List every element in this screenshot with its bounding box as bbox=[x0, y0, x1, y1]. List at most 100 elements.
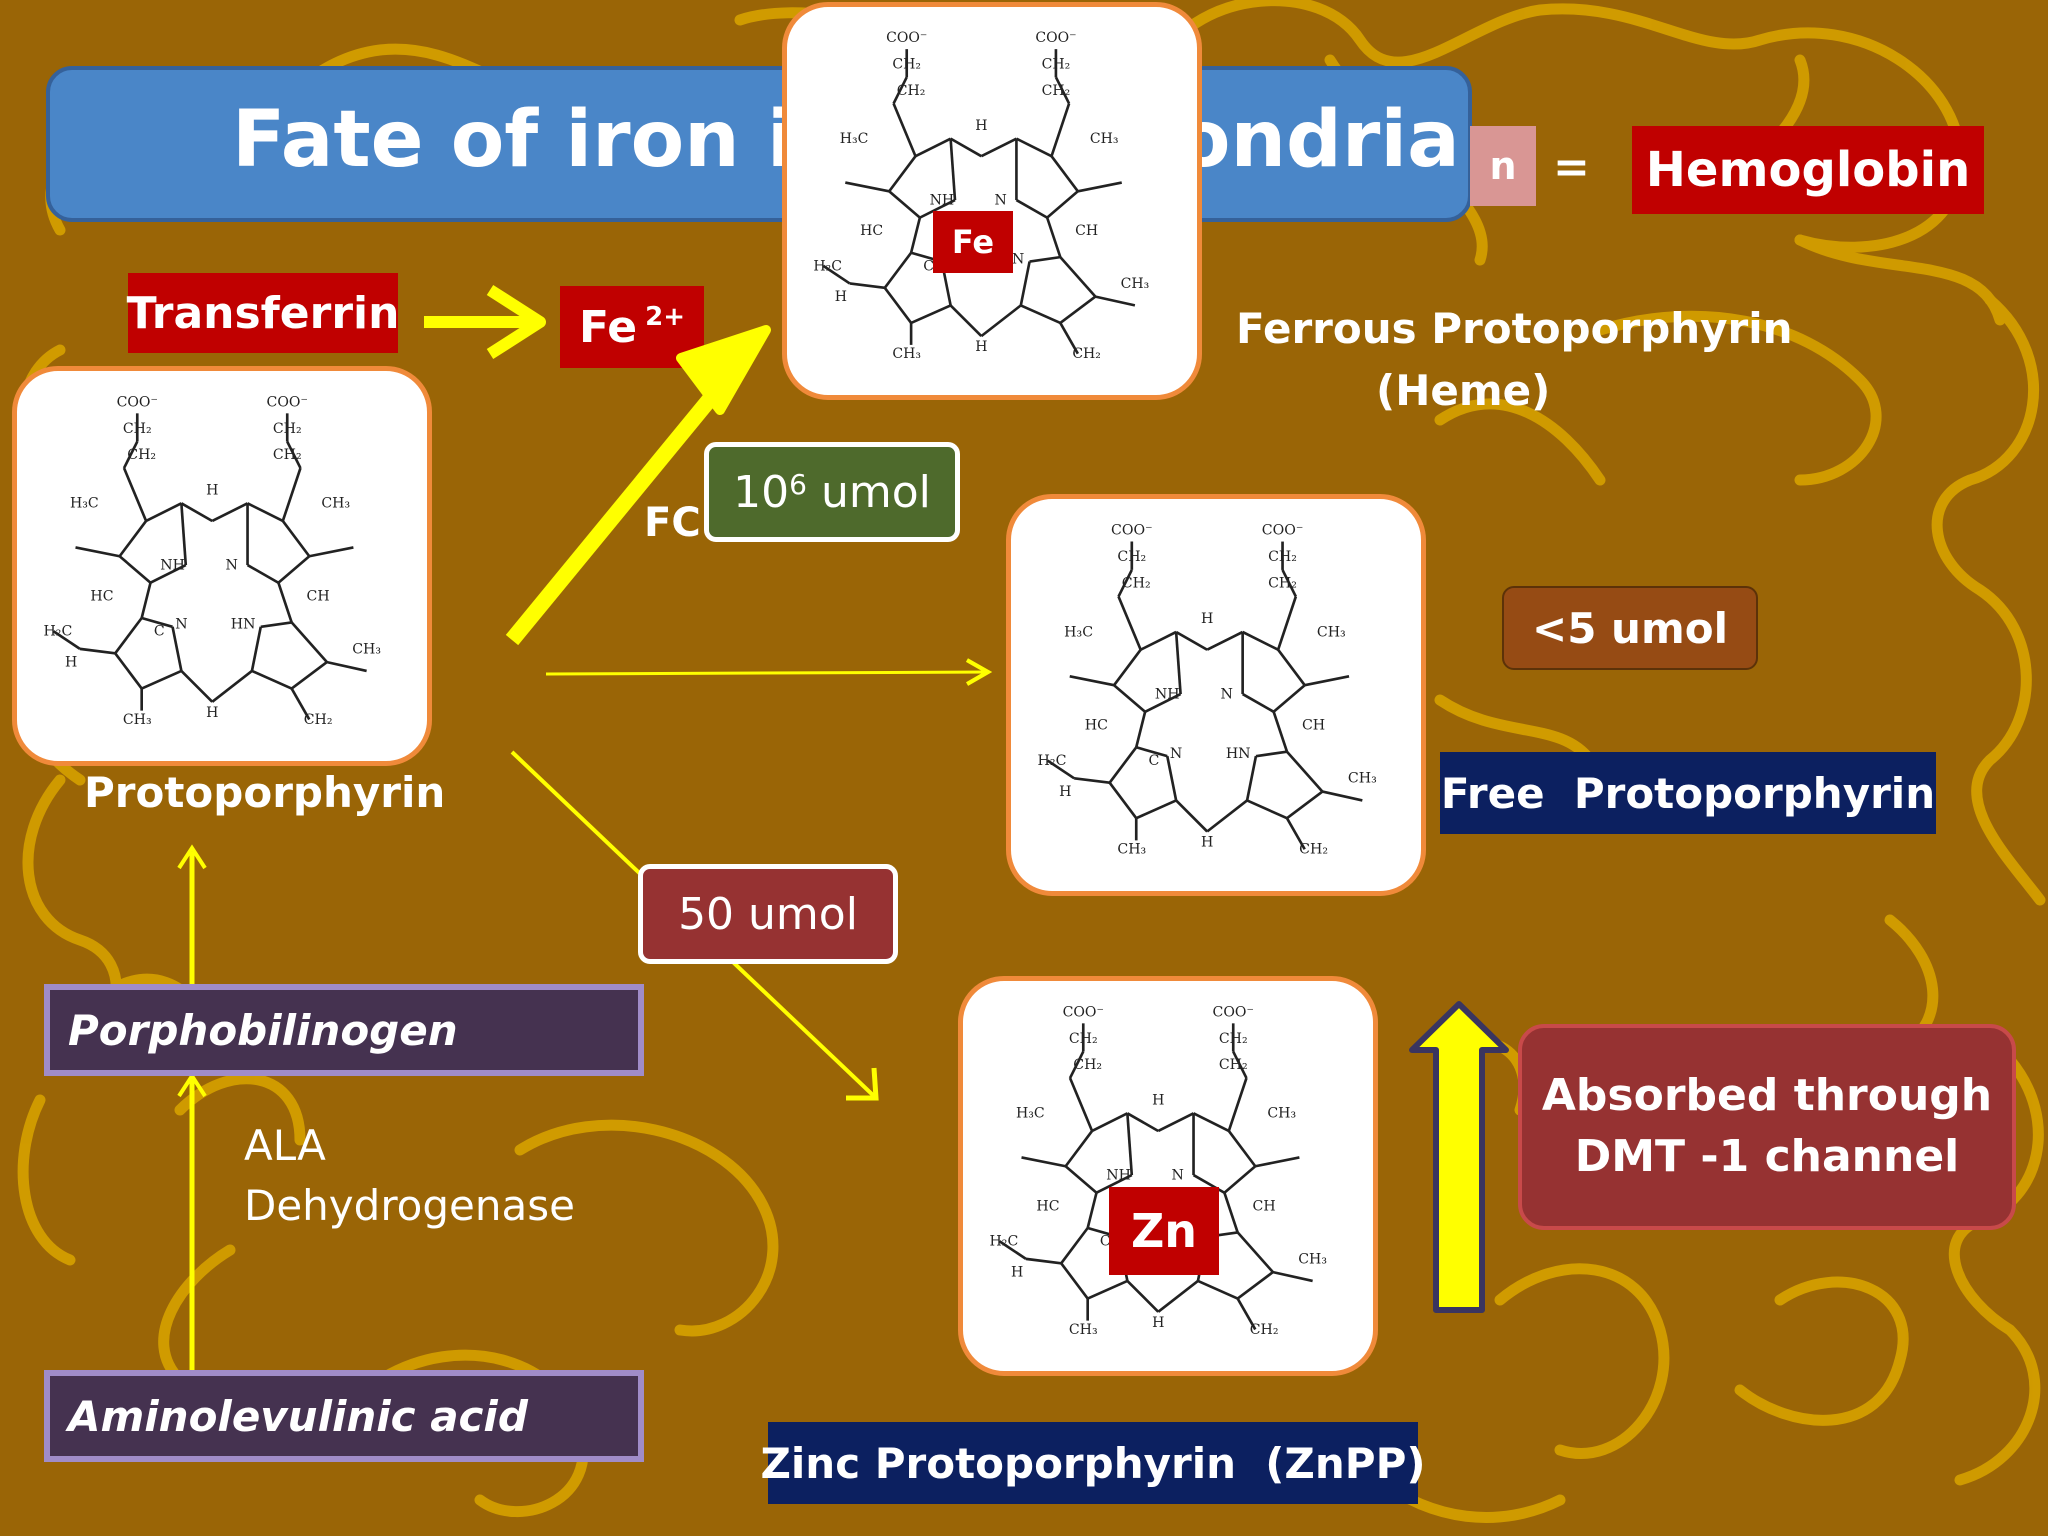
bond-line bbox=[892, 103, 917, 157]
bond-line bbox=[309, 546, 354, 558]
atom-label: CH₂ bbox=[304, 712, 333, 728]
bond-line bbox=[1074, 776, 1110, 785]
bond-line bbox=[246, 502, 284, 523]
bond-line bbox=[1192, 1173, 1226, 1194]
heme-amount-unit: umol bbox=[820, 466, 931, 518]
absorbed-line2: DMT -1 channel bbox=[1574, 1131, 1960, 1182]
atom-label: H₃C bbox=[840, 131, 869, 147]
bond-line bbox=[849, 282, 885, 290]
bond-line bbox=[883, 251, 913, 289]
bond-line bbox=[1117, 596, 1142, 651]
atom-label: CH₂ bbox=[1219, 1031, 1248, 1047]
atom-label: HC bbox=[1036, 1198, 1059, 1214]
atom-label: CH₂ bbox=[1073, 1057, 1102, 1073]
bond-line bbox=[1272, 684, 1306, 713]
atom-label: CH₂ bbox=[1069, 1031, 1098, 1047]
porphyrin-skeleton: COO⁻COO⁻CH₂CH₂CH₂CH₂HH₃CCH₃NHNHCCHCNHNH₂… bbox=[813, 30, 1149, 362]
atom-label: C bbox=[1149, 753, 1160, 769]
znpp-amount-box: 50 umol bbox=[638, 864, 898, 964]
fc-enzyme-label: FC bbox=[644, 500, 701, 546]
atom-label: H bbox=[206, 483, 218, 499]
ala-to-porphobilinogen-arrow bbox=[177, 1072, 207, 1376]
bond-line bbox=[1245, 755, 1258, 801]
atom-label: H bbox=[1201, 835, 1213, 851]
atom-label: C bbox=[923, 258, 934, 274]
bond-line bbox=[1227, 1130, 1257, 1168]
atom-label: COO⁻ bbox=[117, 394, 158, 410]
bond-line bbox=[180, 669, 214, 703]
atom-label: H bbox=[975, 118, 987, 134]
atom-label: CH₂ bbox=[1042, 56, 1071, 72]
atom-label: CH₃ bbox=[321, 496, 350, 512]
bond-line bbox=[1175, 630, 1208, 651]
ala-enzyme-line2: Dehydrogenase bbox=[244, 1181, 575, 1230]
bond-line bbox=[75, 546, 120, 558]
atom-label: CH₃ bbox=[1121, 276, 1150, 292]
bond-line bbox=[250, 626, 263, 672]
bond-line bbox=[1059, 256, 1097, 298]
bond-line bbox=[1113, 648, 1142, 686]
atom-label: COO⁻ bbox=[1213, 1004, 1254, 1020]
bond-line bbox=[1157, 1112, 1195, 1133]
znpp-label: Zinc Protoporphyrin (ZnPP) bbox=[760, 1438, 1426, 1488]
bond-line bbox=[1108, 781, 1138, 819]
bond-line bbox=[211, 669, 253, 703]
free-amount-box: <5 umol bbox=[1502, 586, 1758, 670]
bond-line bbox=[1322, 790, 1363, 802]
atom-label: H bbox=[835, 289, 847, 305]
bond-line bbox=[1255, 1156, 1300, 1168]
bond-line bbox=[260, 621, 292, 629]
atom-label: N bbox=[994, 192, 1006, 208]
bond-line bbox=[1174, 631, 1182, 695]
bond-line bbox=[980, 304, 1022, 338]
bond-line bbox=[1126, 1113, 1134, 1176]
bond-line bbox=[909, 217, 922, 254]
bond-line bbox=[1255, 750, 1288, 758]
bond-line bbox=[1272, 1270, 1313, 1283]
free-amount-label: <5 umol bbox=[1532, 603, 1728, 653]
heme-structure-card: COO⁻COO⁻CH₂CH₂CH₂CH₂HH₃CCH₃NHNHCCHCNHNH₂… bbox=[782, 2, 1202, 400]
atom-label: H₃C bbox=[70, 496, 99, 512]
bond-line bbox=[1060, 1262, 1089, 1300]
atom-label: CH₂ bbox=[1268, 549, 1297, 565]
bond-line bbox=[1227, 1077, 1248, 1132]
bond-line bbox=[1087, 1279, 1128, 1300]
atom-label: CH bbox=[1302, 718, 1325, 734]
bond-line bbox=[1020, 304, 1061, 325]
free-protoporphyrin-box: Free Protoporphyrin bbox=[1440, 752, 1936, 834]
atom-label: CH₂ bbox=[1072, 346, 1101, 362]
equals-sign: = bbox=[1553, 142, 1590, 193]
heme-structure-drawing: COO⁻COO⁻CH₂CH₂CH₂CH₂HH₃CCH₃NHNHCCHCNHNH₂… bbox=[813, 30, 1149, 362]
atom-label: H bbox=[65, 655, 77, 671]
atom-label: COO⁻ bbox=[267, 394, 308, 410]
bond-line bbox=[919, 198, 956, 219]
bond-line bbox=[892, 76, 908, 105]
bond-line bbox=[888, 155, 917, 193]
atom-label: HN bbox=[231, 617, 256, 633]
znpp-metal-label: Zn bbox=[1109, 1187, 1219, 1275]
atom-label: CH₂ bbox=[127, 447, 156, 463]
atom-label: HC bbox=[1085, 718, 1108, 734]
bond-line bbox=[141, 669, 182, 690]
aminolevulinic-acid-box: Aminolevulinic acid bbox=[44, 1370, 644, 1462]
bond-line bbox=[1068, 1050, 1085, 1079]
bond-line bbox=[1050, 155, 1079, 193]
atom-label: CH₃ bbox=[1090, 131, 1119, 147]
bond-line bbox=[79, 647, 116, 655]
bond-line bbox=[277, 555, 311, 584]
heme-metal-label: Fe bbox=[933, 211, 1013, 273]
bond-line bbox=[1206, 630, 1244, 651]
bond-line bbox=[1059, 322, 1080, 355]
hemoglobin-box: Hemoglobin bbox=[1632, 126, 1984, 214]
bond-line bbox=[141, 616, 173, 629]
bond-line bbox=[1206, 799, 1248, 833]
bond-line bbox=[1046, 190, 1079, 219]
bond-line bbox=[290, 621, 328, 663]
bond-line bbox=[1095, 1173, 1133, 1194]
bond-line bbox=[1286, 790, 1324, 820]
atom-label: CH₃ bbox=[1117, 842, 1146, 858]
